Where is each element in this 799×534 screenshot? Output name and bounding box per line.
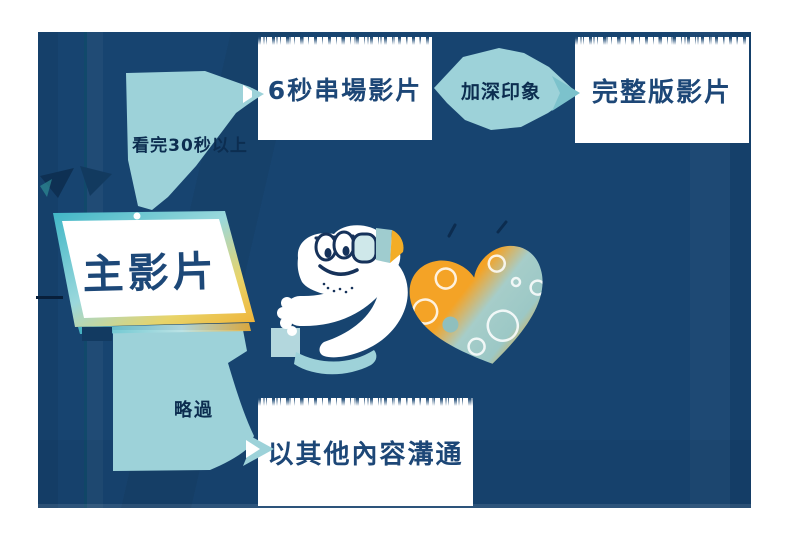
edge-label-skip: 略過: [174, 400, 214, 421]
edge-label-deepen: 加深印象: [460, 81, 541, 103]
arrow-bidirectional: [434, 48, 580, 130]
action-marks-decoration: [447, 220, 508, 238]
speed-lines-decoration: [40, 166, 112, 198]
laptop-camera-dot: [133, 212, 141, 220]
node-full-video-label: 完整版影片: [591, 77, 732, 108]
arrow-bottom-branch: [113, 330, 274, 471]
heart-illustration: [409, 245, 546, 364]
node-main-video-label: 主影片: [81, 247, 219, 299]
arrow-top-branch: [126, 71, 264, 210]
node-bumper-video-label: 6秒串場影片: [267, 75, 423, 105]
node-other-content-label: 以其他內容溝通: [267, 439, 464, 470]
node-full-video: 完整版影片: [575, 37, 749, 143]
node-other-content: 以其他內容溝通: [258, 398, 473, 506]
dash-decoration: [36, 296, 63, 299]
node-bumper-video: 6秒串場影片: [258, 37, 432, 140]
node-main-video: 主影片: [73, 241, 226, 299]
mascot-character-illustration: [277, 225, 408, 375]
laptop-illustration: [36, 211, 255, 341]
edge-label-watched: 看完30秒以上: [132, 136, 248, 156]
